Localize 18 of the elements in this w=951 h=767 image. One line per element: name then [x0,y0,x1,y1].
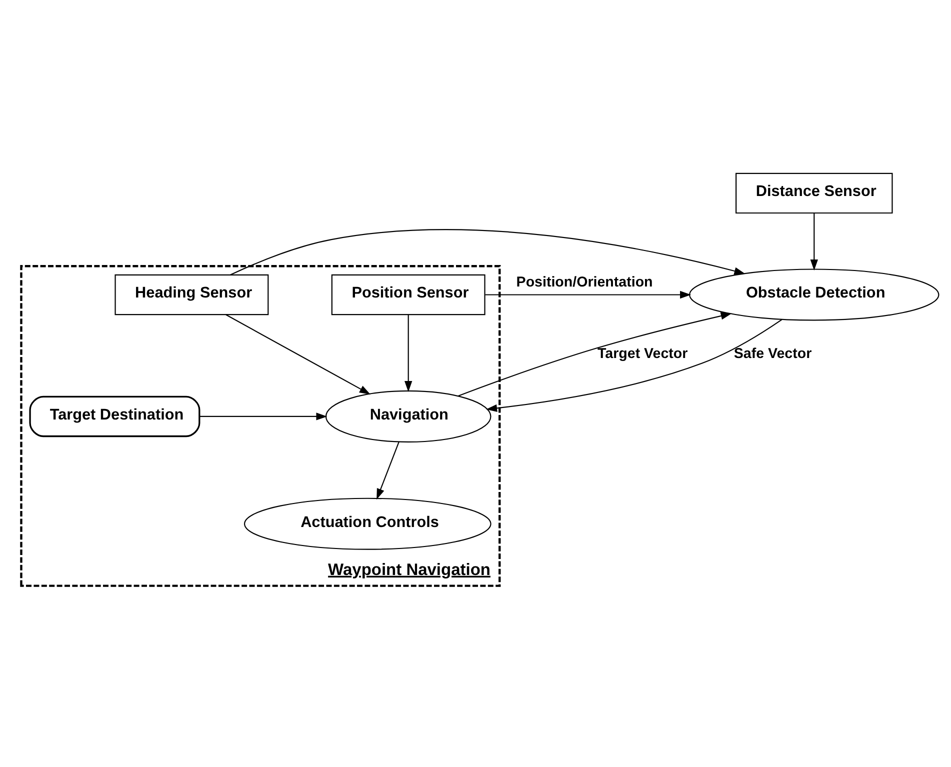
arrow [485,290,692,298]
node-box: Heading Sensor [114,274,269,315]
arrow [226,314,370,394]
arrow [376,441,400,500]
arrow [404,314,412,392]
edge-label: Position/Orientation [516,274,653,290]
edge-label: Safe Vector [734,346,812,362]
node-ellipse: Actuation Controls [244,497,492,550]
arrow [810,212,818,270]
node-ellipse: Navigation [325,390,492,442]
arrow [458,312,732,396]
node-box: Target Destination [29,395,200,437]
node-box: Position Sensor [331,274,486,315]
arrow [486,318,782,412]
arrow [200,412,328,420]
edge-label: Target Vector [597,346,688,362]
arrow [230,228,746,275]
node-box: Distance Sensor [736,172,893,214]
